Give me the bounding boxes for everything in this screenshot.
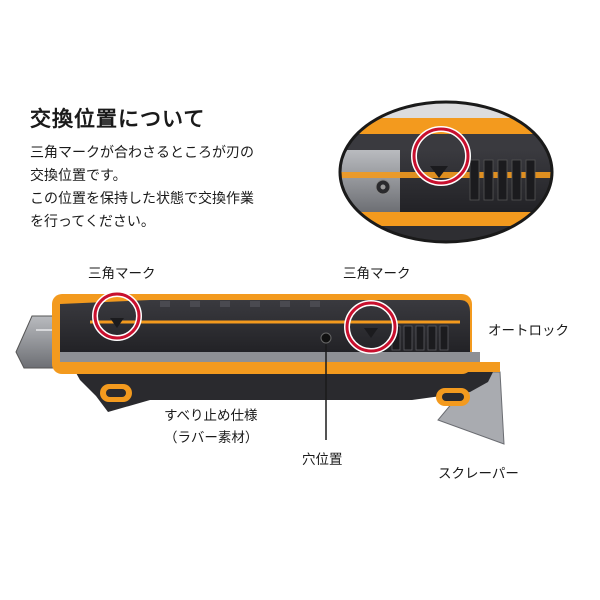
label-grip-line1: すべり止め仕様 [164, 408, 258, 424]
auto-lock-slider[interactable] [391, 325, 449, 351]
description-line: 交換位置です。 [30, 168, 127, 184]
description-line: 三角マークが合わさるところが刃の [30, 145, 254, 161]
description-line: この位置を保持した状態で交換作業 [30, 191, 254, 207]
rubber-grip [70, 362, 498, 412]
highlight-circle-left [93, 292, 141, 340]
label-grip-line2: （ラバー素材） [164, 430, 259, 446]
blade-channel [60, 352, 480, 362]
label-scraper: スクレーパー [438, 466, 519, 482]
label-hole-position: 穴位置 [302, 452, 343, 468]
description-line: を行ってください。 [30, 214, 155, 230]
label-triangle-mark-left: 三角マーク [88, 266, 156, 282]
label-auto-lock: オートロック [488, 323, 569, 339]
zoom-inset [338, 100, 554, 244]
handle-body [60, 300, 470, 352]
description: 三角マークが合わさるところが刃の 交換位置です。 この位置を保持した状態で交換作… [30, 142, 330, 234]
page-heading: 交換位置について [30, 107, 206, 131]
highlight-circle-right [345, 301, 397, 353]
cutter-knife [15, 291, 505, 445]
label-grip: すべり止め仕様 （ラバー素材） [164, 405, 258, 449]
triangle-mark-left-icon [110, 318, 124, 328]
label-triangle-mark-right: 三角マーク [343, 266, 411, 282]
triangle-mark-right-icon [364, 328, 378, 338]
hole [320, 332, 332, 344]
